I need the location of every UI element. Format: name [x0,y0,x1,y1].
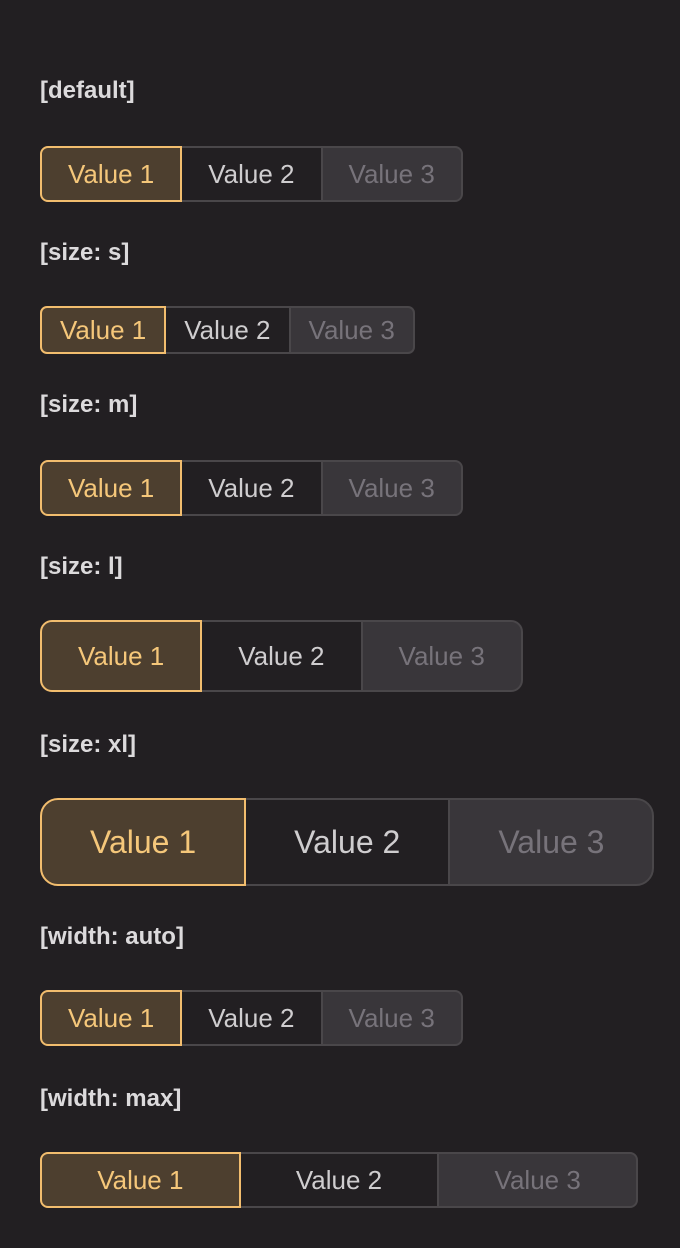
segment-value-2[interactable]: Value 2 [180,460,323,516]
section-heading-size-m: [size: m] [40,391,138,418]
segment-value-1[interactable]: Value 1 [40,460,183,516]
segment-value-1[interactable]: Value 1 [40,798,247,886]
segment-value-1[interactable]: Value 1 [40,990,183,1046]
segment-value-3: Value 3 [320,990,463,1046]
segment-value-2[interactable]: Value 2 [180,146,323,202]
segmented-control-width-max: Value 1 Value 2 Value 3 [40,1152,639,1208]
segment-value-3: Value 3 [448,798,655,886]
section-heading-size-s: [size: s] [40,239,130,266]
segment-value-3: Value 3 [360,620,523,692]
segment-value-1[interactable]: Value 1 [40,306,167,354]
segment-value-2[interactable]: Value 2 [164,306,291,354]
segment-value-2[interactable]: Value 2 [244,798,451,886]
section-heading-default: [default] [40,77,135,104]
segmented-control-width-auto: Value 1 Value 2 Value 3 [40,990,463,1046]
section-heading-size-xl: [size: xl] [40,731,137,758]
segment-value-3: Value 3 [320,146,463,202]
segmented-control-default: Value 1 Value 2 Value 3 [40,146,463,202]
segmented-control-size-s: Value 1 Value 2 Value 3 [40,306,415,354]
segment-value-2[interactable]: Value 2 [200,620,363,692]
segmented-control-size-m: Value 1 Value 2 Value 3 [40,460,463,516]
segment-value-3: Value 3 [437,1152,639,1208]
segmented-control-size-l: Value 1 Value 2 Value 3 [40,620,523,692]
section-heading-width-auto: [width: auto] [40,923,184,950]
segment-value-2[interactable]: Value 2 [180,990,323,1046]
segment-value-1[interactable]: Value 1 [40,620,203,692]
segment-value-1[interactable]: Value 1 [40,146,183,202]
segment-value-3: Value 3 [288,306,415,354]
segment-value-2[interactable]: Value 2 [238,1152,440,1208]
segment-value-3: Value 3 [320,460,463,516]
segmented-control-size-xl: Value 1 Value 2 Value 3 [40,798,655,886]
segment-value-1[interactable]: Value 1 [40,1152,241,1208]
section-heading-size-l: [size: l] [40,553,123,580]
section-heading-width-max: [width: max] [40,1085,182,1112]
